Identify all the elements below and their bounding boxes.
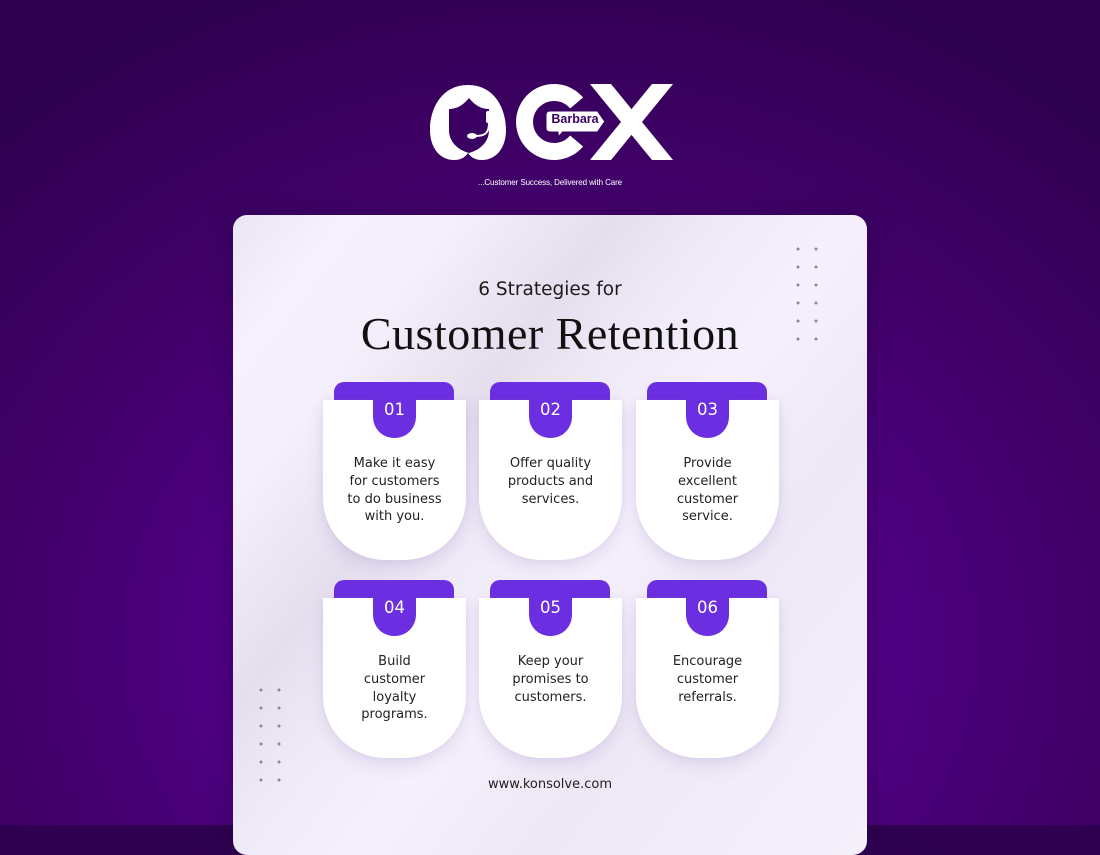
text-line: Keep your [517,654,584,669]
website-url: www.konsolve.com [487,777,613,792]
text-line: services. [521,491,580,507]
text-line: customer [676,671,739,687]
strategy-card-1: 01 Make it easy for customers to do busi… [323,382,466,562]
text-line: Offer quality [509,456,592,471]
number-badge: 05 [529,580,572,636]
barbara-cx-logo: Barbara [422,78,682,168]
infographic-panel: 6 Strategies for Customer Retention 01 M… [233,215,867,855]
number-badge: 04 [373,580,416,636]
text-line: for customers [349,473,440,489]
strategy-text: Encourage customer referrals. [636,653,779,706]
dot-grid-decoration [252,681,292,793]
number-badge: 01 [373,382,416,438]
text-line: customer [676,491,739,507]
strategy-card-6: 06 Encourage customer referrals. [636,580,779,760]
tagline: ...Customer Success, Delivered with Care [477,178,623,187]
strategy-card-4: 04 Build customer loyalty programs. [323,580,466,760]
number-badge: 03 [686,382,729,438]
dot-grid-decoration [789,240,829,352]
text-line: Build [378,654,411,669]
text-line: products and [507,473,594,489]
text-line: programs. [361,707,428,723]
text-line: loyalty [372,689,417,705]
text-line: with you. [364,509,425,525]
text-line: Make it easy [353,456,436,471]
number-badge: 06 [686,580,729,636]
text-line: excellent [678,473,737,489]
text-line: to do business [347,491,442,507]
number-badge: 02 [529,382,572,438]
strategy-text: Offer quality products and services. [479,455,622,508]
page-title: Customer Retention [360,308,740,359]
text-line: Provide [683,456,732,471]
strategy-text: Build customer loyalty programs. [323,653,466,724]
title-subheading: 6 Strategies for [478,279,622,300]
strategy-card-5: 05 Keep your promises to customers. [479,580,622,760]
strategy-text: Make it easy for customers to do busines… [323,455,466,526]
strategy-card-2: 02 Offer quality products and services. [479,382,622,562]
text-line: referrals. [678,689,737,705]
text-line: service. [682,509,733,525]
text-line: Encourage [672,654,743,669]
strategy-card-3: 03 Provide excellent customer service. [636,382,779,562]
strategy-text: Provide excellent customer service. [636,455,779,526]
brand-name: Barbara [551,112,599,126]
text-line: promises to [512,671,589,687]
strategy-text: Keep your promises to customers. [479,653,622,706]
text-line: customers. [514,689,587,705]
text-line: customer [363,671,426,687]
agent-headset-icon [430,85,506,160]
logo-graphic [430,84,673,160]
